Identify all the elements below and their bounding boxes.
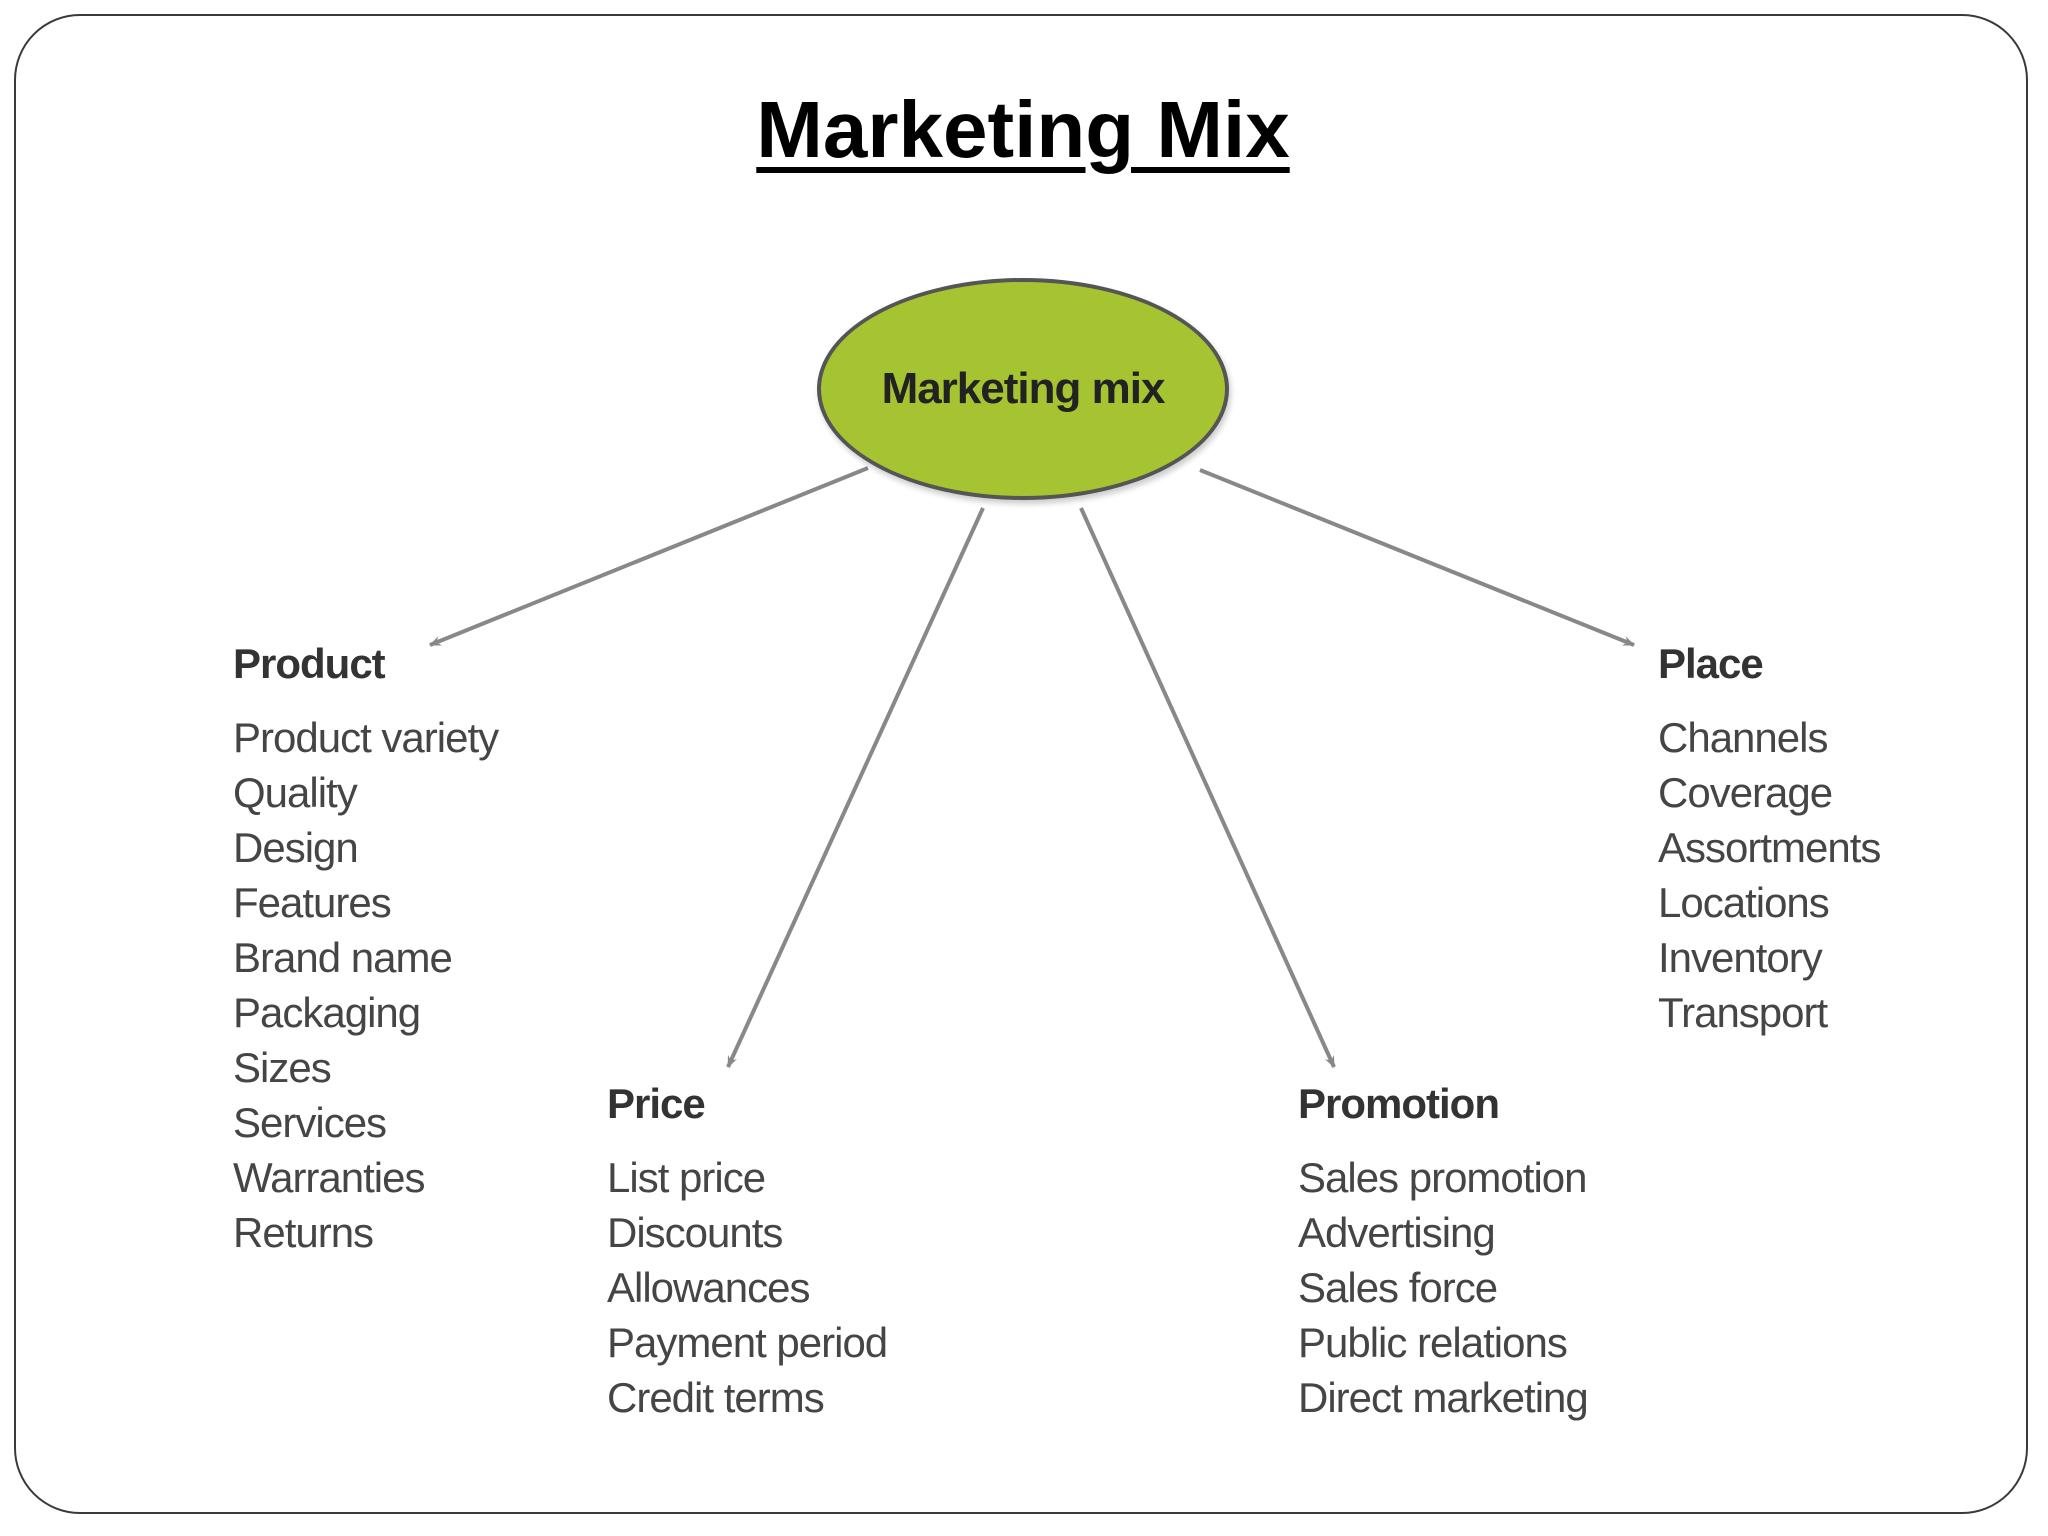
list-item: Sales promotion [1298,1154,1587,1201]
price-list: List price Discounts Allowances Payment … [607,1150,888,1425]
page-title-text: Marketing Mix [756,85,1290,174]
list-item: Allowances [607,1264,810,1311]
product-group: Product Product variety Quality Design F… [233,640,499,1260]
promotion-list: Sales promotion Advertising Sales force … [1298,1150,1589,1425]
place-title: Place [1658,640,1764,687]
list-item: Quality [233,769,358,816]
promotion-group: Promotion Sales promotion Advertising Sa… [1298,1080,1589,1425]
arrow-to-place [1199,468,1635,647]
marketing-mix-hub: Marketing mix [817,278,1229,500]
price-group: Price List price Discounts Allowances Pa… [607,1080,888,1425]
list-item: Public relations [1298,1319,1568,1366]
list-item: Transport [1658,989,1828,1036]
list-item: Sales force [1298,1264,1498,1311]
arrow-to-price [726,507,985,1068]
list-item: Sizes [233,1044,332,1091]
list-item: Product variety [233,714,499,761]
list-item: Advertising [1298,1209,1496,1256]
list-item: Credit terms [607,1374,825,1421]
list-item: Direct marketing [1298,1374,1589,1421]
page-title: Marketing Mix [16,84,2030,176]
list-item: List price [607,1154,766,1201]
place-list: Channels Coverage Assortments Locations … [1658,710,1881,1040]
slide-frame: Marketing Mix [14,14,2028,1514]
product-list: Product variety Quality Design Features … [233,710,499,1260]
list-item: Brand name [233,934,453,981]
list-item: Packaging [233,989,421,1036]
list-item: Inventory [1658,934,1823,981]
list-item: Coverage [1658,769,1833,816]
list-item: Payment period [607,1319,888,1366]
price-title: Price [607,1080,706,1127]
list-item: Warranties [233,1154,426,1201]
list-item: Locations [1658,879,1830,926]
list-item: Features [233,879,392,926]
list-item: Returns [233,1209,374,1256]
list-item: Assortments [1658,824,1881,871]
list-item: Channels [1658,714,1828,761]
place-group: Place Channels Coverage Assortments Loca… [1658,640,1881,1040]
promotion-title: Promotion [1298,1080,1500,1127]
arrow-to-promotion [1079,507,1336,1068]
list-item: Discounts [607,1209,783,1256]
arrow-to-product [429,466,869,647]
product-title: Product [233,640,386,687]
list-item: Services [233,1099,387,1146]
hub-label: Marketing mix [881,364,1166,413]
list-item: Design [233,824,359,871]
